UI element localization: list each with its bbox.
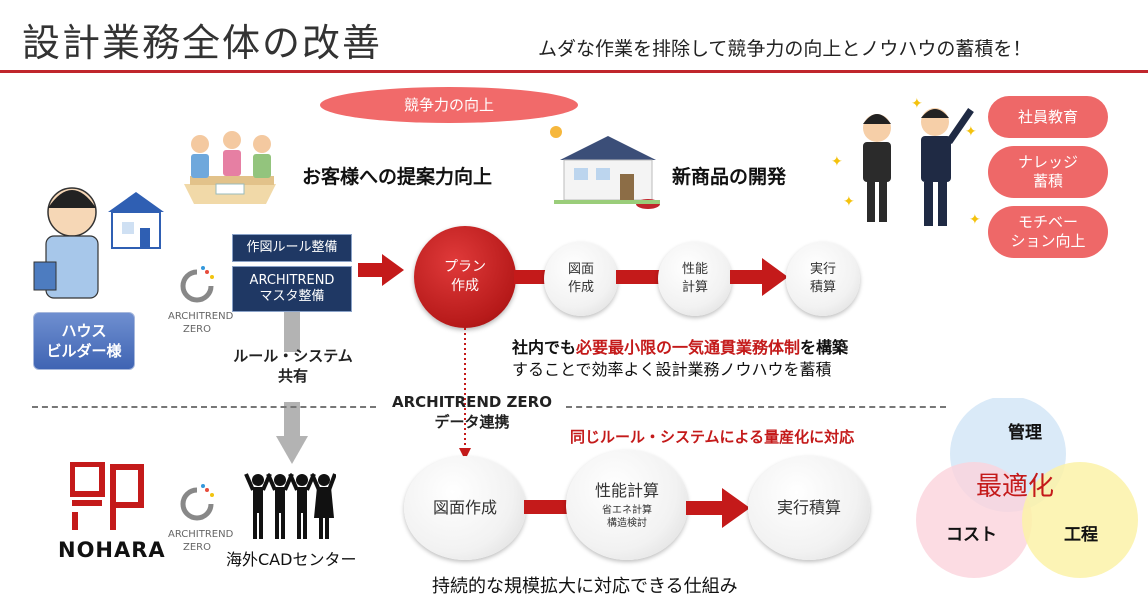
flow-bar-1: [514, 270, 548, 284]
drawing-rules-box: 作図ルール整備: [232, 234, 352, 262]
page-subtitle: ムダな作業を排除して競争力の向上とノウハウの蓄積を！: [538, 38, 1032, 60]
pill-knowledge: ナレッジ 蓄積: [988, 146, 1108, 198]
architrend-logo-bottom: ARCHITREND ZERO: [168, 484, 233, 554]
pill-motivation: モチベー ション向上: [988, 206, 1108, 258]
plan-circle: プラン 作成: [414, 226, 516, 328]
bottom-performance-circle: 性能計算 省エネ計算 構造検討: [566, 450, 688, 560]
nohara-wordmark: NOHARA: [58, 538, 166, 562]
mass-production-text: 同じルール・システムによる量産化に対応: [570, 428, 855, 446]
drawing-circle: 図面 作成: [544, 242, 618, 316]
performance-circle: 性能 計算: [658, 242, 732, 316]
svg-text:✦: ✦: [831, 154, 843, 170]
title-divider: [0, 70, 1148, 73]
cad-center-label: 海外CADセンター: [226, 550, 357, 569]
bottom-flow-arrow: [686, 488, 750, 528]
grey-down-arrow: [274, 312, 310, 466]
competitiveness-label: 競争力の向上: [403, 96, 494, 114]
red-arrow-to-plan: [358, 254, 404, 286]
venn-management-label: 管理: [1008, 423, 1042, 443]
proposal-label: お客様への提案力向上: [302, 166, 493, 188]
data-link-label: ARCHITREND ZERO データ連携: [392, 393, 552, 432]
cad-center-people-icon: [244, 470, 337, 542]
meeting-illustration: [176, 124, 284, 210]
svg-text:✦: ✦: [969, 212, 981, 228]
bottom-flow-bar-1: [524, 500, 568, 514]
svg-text:✦: ✦: [965, 124, 977, 140]
estimate-circle: 実行 積算: [786, 242, 860, 316]
page-title: 設計業務全体の改善: [22, 21, 383, 65]
footer-text: 持続的な規模拡大に対応できる仕組み: [432, 576, 738, 597]
business-people-illustration: ✦ ✦ ✦ ✦ ✦: [825, 96, 983, 234]
flow-bar-2: [616, 270, 662, 284]
new-product-label: 新商品の開発: [672, 166, 787, 188]
in-house-system-text: 社内でも必要最小限の一気通貫業務体制を構築: [512, 338, 849, 357]
flow-arrow-3: [730, 258, 788, 296]
bottom-estimate-circle: 実行積算: [748, 456, 870, 560]
competitiveness-pill: 競争力の向上: [320, 87, 578, 123]
bottom-drawing-circle: 図面作成: [404, 456, 526, 560]
svg-text:✦: ✦: [843, 194, 855, 210]
divider-left: [32, 406, 376, 408]
nohara-logo: NOHARA: [58, 461, 166, 568]
venn-cost-label: コスト: [946, 525, 997, 545]
venn-process-label: 工程: [1064, 525, 1098, 545]
rule-share-label: ルール・システム 共有: [233, 347, 353, 386]
svg-text:✦: ✦: [911, 96, 923, 112]
builder-person-illustration: [26, 178, 166, 308]
house-builder-button: ハウス ビルダー様: [33, 312, 135, 370]
architrend-logo-top: ARCHITREND ZERO: [168, 266, 233, 336]
master-setup-box: ARCHITREND マスタ整備: [232, 266, 352, 312]
venn-diagram: [912, 396, 1148, 598]
house-illustration: [548, 124, 666, 212]
divider-right: [566, 406, 946, 408]
venn-optimize-label: 最適化: [976, 472, 1055, 502]
knowhow-text: することで効率よく設計業務ノウハウを蓄積: [512, 360, 832, 379]
pill-employee-education: 社員教育: [988, 96, 1108, 138]
data-link-dotted-arrow: [458, 328, 472, 460]
